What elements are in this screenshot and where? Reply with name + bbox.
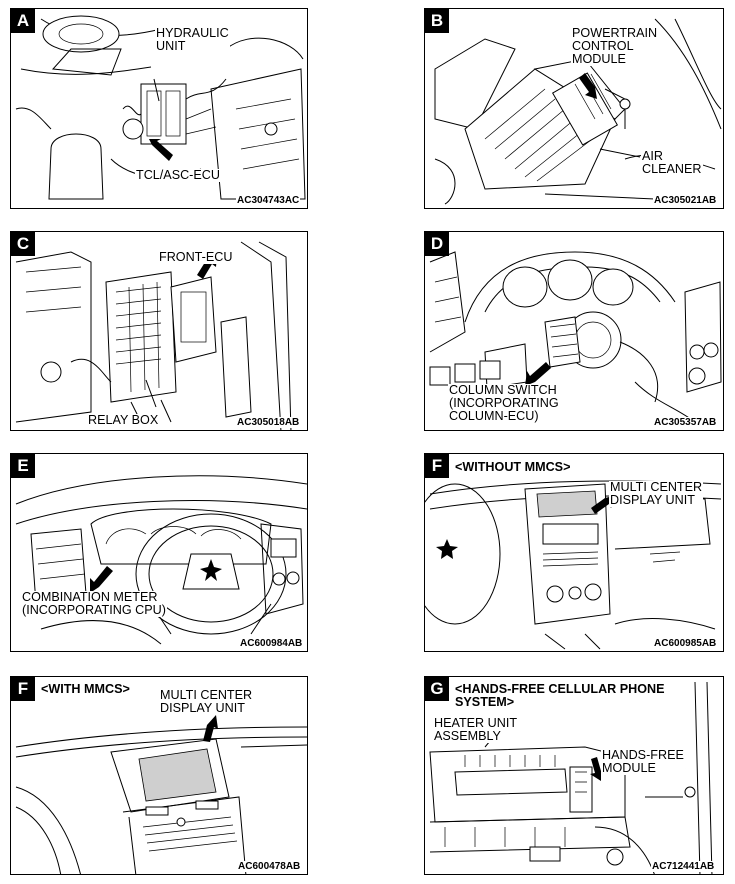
panel-g: G <HANDS-FREE CELLULAR PHONE SYSTEM> HEA… [424,676,724,875]
engine-bay-illustration [15,15,306,200]
multi-center-display-label: MULTI CENTER DISPLAY UNIT [609,480,704,507]
panel-b: B POWERTRAIN CONTROL MODULE AIR CLEANER … [424,8,724,209]
without-mmcs-header: <WITHOUT MMCS> [453,460,573,474]
heater-unit-assembly-label: HEATER UNIT ASSEMBLY [433,716,519,743]
powertrain-control-module-label: POWERTRAIN CONTROL MODULE [571,26,659,66]
figure-code-d: AC305357AB [653,417,718,428]
with-mmcs-header: <WITH MMCS> [39,682,132,696]
figure-code-b: AC305021AB [653,195,718,206]
panel-g-letter: G [425,677,449,701]
tcl-asc-ecu-label: TCL/ASC-ECU [135,168,221,182]
combination-meter-label: COMBINATION METER (INCORPORATING CPU) [21,590,167,617]
figure-code-f1: AC600985AB [653,638,718,649]
hydraulic-unit-label: HYDRAULIC UNIT [155,26,230,53]
panel-e-letter: E [11,454,35,478]
panel-e: E COMBINATION METER (INCORPORATING CPU) … [10,453,308,652]
panel-b-letter: B [425,9,449,33]
front-ecu-illustration [15,241,292,430]
figure-code-g: AC712441AB [651,861,716,872]
panel-a-letter: A [11,9,35,33]
figure-code-a: AC304743AC [236,195,301,206]
panel-f2-letter: F [11,677,35,701]
panel-c-letter: C [11,232,35,256]
hands-free-module-label: HANDS-FREE MODULE [601,748,685,775]
air-cleaner-label: AIR CLEANER [641,149,703,176]
center-display-illustration [425,480,722,650]
column-switch-illustration [429,251,722,423]
panel-d: D COLUMN SWITCH (INCORPORATING COLUMN-EC… [424,231,724,431]
combination-meter-illustration [15,475,307,645]
panel-c: C FRONT-ECU RELAY BOX AC305018AB [10,231,308,431]
relay-box-label: RELAY BOX [87,413,160,427]
hands-free-module-illustration [429,681,713,874]
figure-code-c: AC305018AB [236,417,301,428]
panel-a: A HYDRAULIC UNIT TCL/ASC-ECU AC304743AC [10,8,308,209]
hands-free-system-header: <HANDS-FREE CELLULAR PHONE SYSTEM> [453,682,667,709]
panel-f-with-mmcs: F <WITH MMCS> MULTI CENTER DISPLAY UNIT … [10,676,308,875]
figure-code-f2: AC600478AB [237,861,302,872]
panel-f-without-mmcs: F <WITHOUT MMCS> MULTI CENTER DISPLAY UN… [424,453,724,652]
figure-code-e: AC600984AB [239,638,304,649]
air-cleaner-illustration [434,18,722,205]
multi-center-display-label-2: MULTI CENTER DISPLAY UNIT [159,688,254,715]
panel-f-letter: F [425,454,449,478]
column-switch-label: COLUMN SWITCH (INCORPORATING COLUMN-ECU) [448,383,560,423]
front-ecu-label: FRONT-ECU [158,250,234,264]
mmcs-display-illustration [15,715,307,874]
panel-d-letter: D [425,232,449,256]
